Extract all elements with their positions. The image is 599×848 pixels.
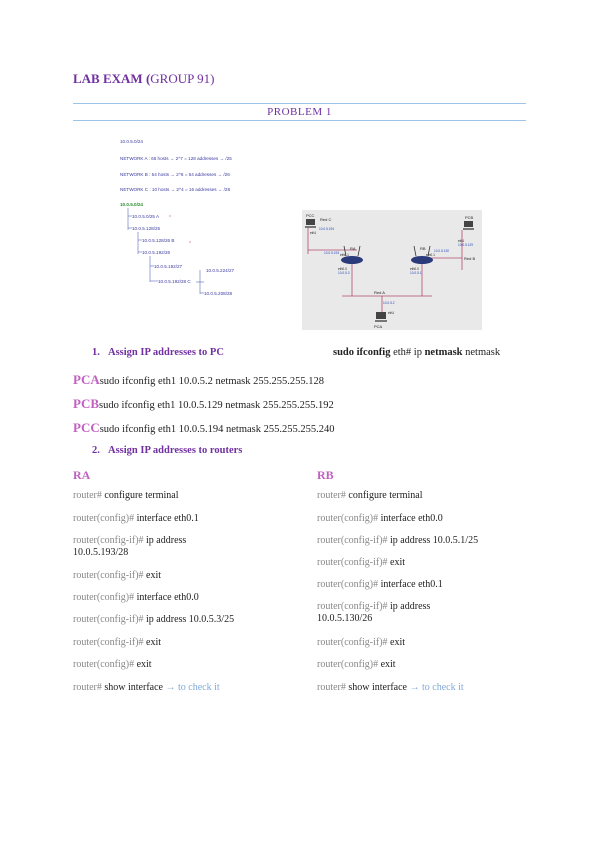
sketch-tree-1: 10.0.5.0/25 A <box>132 214 160 219</box>
document-title: LAB EXAM (GROUP 91) <box>73 71 214 87</box>
ip-ra-eth01: 10.0.5.193 <box>324 251 339 255</box>
syntax-netmask-value: netmask <box>462 347 501 358</box>
label-eth00-rb: eth0.0 <box>410 267 419 271</box>
rb-line-7: router(config-if)# exit <box>317 637 406 648</box>
section-2-label: Assign IP addresses to routers <box>108 445 243 456</box>
syntax-sudo-ifconfig: sudo ifconfig <box>333 347 391 358</box>
pca-command: sudo ifconfig eth1 10.0.5.2 netmask 255.… <box>99 376 324 387</box>
ra-line-0: router# configure terminal <box>73 490 179 501</box>
sketch-tree-8: 10.0.5.224/27 <box>206 268 235 273</box>
label-pca: PCA <box>374 324 383 329</box>
sketch-tree-7: 10.0.5.208/28 <box>204 291 233 296</box>
label-eth01-ra: eth0.1 <box>340 253 349 257</box>
rb-line-8: router(config)# exit <box>317 659 396 670</box>
label-eth1-c: eth1 <box>310 231 316 235</box>
rb-line-6: 10.0.5.130/26 <box>317 613 373 624</box>
router-rb-icon <box>411 245 433 264</box>
ra-line-3: 10.0.5.193/28 <box>73 547 129 558</box>
sketch-tree-5: 10.0.5.192/27 <box>154 264 183 269</box>
sketch-line-3: NETWORK C : 10 hosts → 2^4 = 16 addresse… <box>120 187 230 192</box>
label-pcb: PCB <box>465 215 474 220</box>
label-ra: RA <box>350 246 356 251</box>
section-1-number: 1. <box>92 347 100 358</box>
pc-b-icon <box>463 221 474 230</box>
pca-label: PCA <box>73 372 100 387</box>
ra-heading: RA <box>73 468 91 482</box>
rb-line-9: router# show interface → to check it <box>317 682 464 693</box>
section-1-label: Assign IP addresses to PC <box>108 347 224 358</box>
problem-heading: PROBLEM 1 <box>267 106 332 118</box>
rb-line-3: router(config-if)# exit <box>317 557 406 568</box>
ra-line-7: router(config-if)# exit <box>73 637 162 648</box>
ra-line-8: router(config)# exit <box>73 659 152 670</box>
title-group: GROUP 91 <box>150 71 211 86</box>
pca-line: PCAsudo ifconfig eth1 10.0.5.2 netmask 2… <box>73 371 324 389</box>
title-text: LAB EXAM ( <box>73 71 151 86</box>
top-rule <box>73 103 526 104</box>
ip-rb-eth00: 10.0.5.1 <box>410 271 422 275</box>
sketch-tree-6: 10.0.5.192/28 C <box>158 279 191 284</box>
router-ra-icon <box>341 245 363 264</box>
ip-ra-eth00: 10.0.5.3 <box>338 271 350 275</box>
syntax-eth-ip: eth# ip <box>390 347 425 358</box>
label-eth00-ra: eth0.0 <box>338 267 347 271</box>
sketch-tree-0: 10.0.5.0/24 <box>120 202 143 207</box>
ip-pcb: 10.0.5.129 <box>458 243 473 247</box>
sketch-line-2: NETWORK B : 54 hosts → 2^6 = 64 addresse… <box>120 172 230 177</box>
ifconfig-syntax: sudo ifconfig eth# ip netmask netmask <box>333 347 500 358</box>
rb-line-4: router(config)# interface eth0.1 <box>317 579 443 590</box>
rb-line-0: router# configure terminal <box>317 490 423 501</box>
pc-c-icon <box>305 219 316 228</box>
pc-a-icon <box>375 312 387 322</box>
sketch-tree-3: 10.0.5.128/26 B <box>142 238 174 243</box>
syntax-netmask-keyword: netmask <box>424 347 463 358</box>
ra-line-1: router(config)# interface eth0.1 <box>73 513 199 524</box>
label-red-a: Red A <box>374 290 385 295</box>
ra-line-6: router(config-if)# ip address 10.0.5.3/2… <box>73 614 235 625</box>
section-1-heading: 1. Assign IP addresses to PC <box>92 347 224 358</box>
section-2-heading: 2. Assign IP addresses to routers <box>92 445 242 456</box>
ra-line-4: router(config-if)# exit <box>73 570 162 581</box>
bottom-rule <box>73 120 526 121</box>
label-red-c: Red C <box>320 217 331 222</box>
pcb-line: PCBsudo ifconfig eth1 10.0.5.129 netmask… <box>73 395 334 413</box>
pcc-line: PCCsudo ifconfig eth1 10.0.5.194 netmask… <box>73 419 335 437</box>
ra-line-5: router(config)# interface eth0.0 <box>73 592 199 603</box>
sketch-line-0: 10.0.5.0/24 <box>120 139 143 144</box>
rb-line-1: router(config)# interface eth0.0 <box>317 513 443 524</box>
title-close: ) <box>210 71 215 86</box>
ip-rb-eth01: 10.0.5.130 <box>434 249 449 253</box>
network-topology-figure: PCC PCB PCA RA RB Red C Red B Red A eth1… <box>302 210 482 330</box>
ra-line-9: router# show interface → to check it <box>73 682 220 693</box>
ra-line-2: router(config-if)# ip address <box>73 535 187 546</box>
pcb-command: sudo ifconfig eth1 10.0.5.129 netmask 25… <box>99 400 334 411</box>
subnetting-sketch: 10.0.5.0/24 NETWORK A : 65 hosts → 2^7 =… <box>120 139 235 296</box>
sketch-line-1: NETWORK A : 65 hosts → 2^7 = 128 address… <box>120 156 232 161</box>
section-2-number: 2. <box>92 445 100 456</box>
ip-pca: 10.0.5.2 <box>383 301 395 305</box>
label-eth01-rb: eth0.1 <box>426 253 435 257</box>
label-eth1-a: eth1 <box>388 311 394 315</box>
sketch-tree-2: 10.0.5.128/25 <box>132 226 161 231</box>
label-rb: RB <box>420 246 426 251</box>
label-pcc: PCC <box>306 213 315 218</box>
label-red-b: Red B <box>464 256 475 261</box>
rb-heading: RB <box>317 468 334 482</box>
pcc-command: sudo ifconfig eth1 10.0.5.194 netmask 25… <box>99 424 335 435</box>
pcc-label: PCC <box>73 420 100 435</box>
ip-pcc: 10.0.5.194 <box>319 227 334 231</box>
sketch-tree-4: 10.0.5.192/26 <box>142 250 171 255</box>
label-eth1-b: eth1 <box>458 239 464 243</box>
rb-line-2: router(config-if)# ip address 10.0.5.1/2… <box>317 535 479 546</box>
rb-line-5: router(config-if)# ip address <box>317 601 431 612</box>
pcb-label: PCB <box>73 396 99 411</box>
